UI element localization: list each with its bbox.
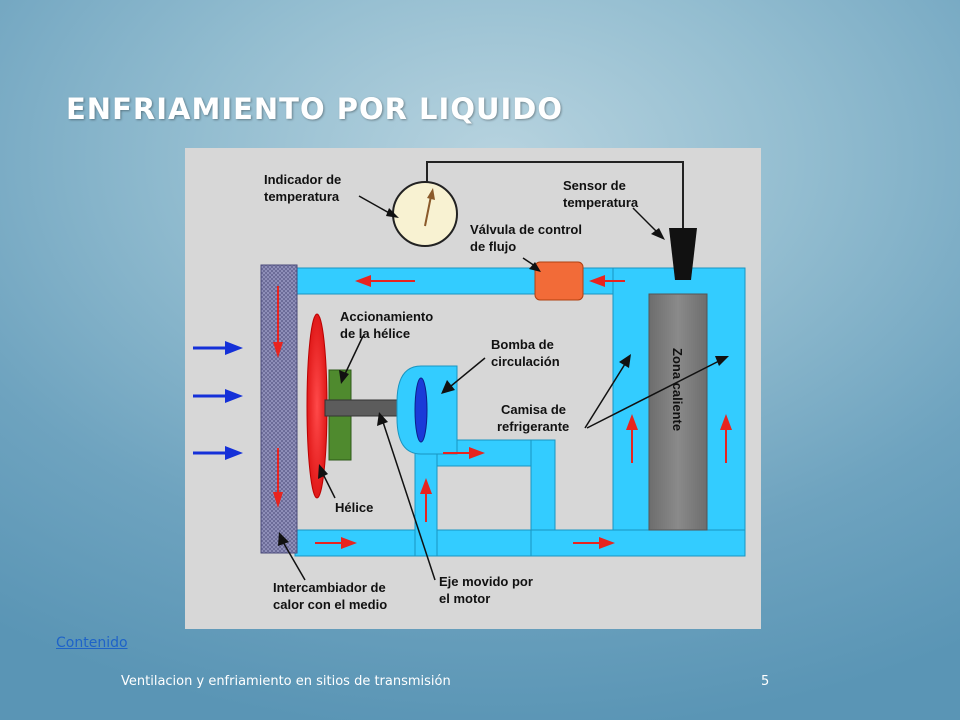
label-propeller-drive-1: Accionamiento xyxy=(340,309,433,324)
label-circulation-pump-1: Bomba de xyxy=(491,337,554,352)
label-temp-indicator-1: Indicador de xyxy=(264,172,341,187)
label-shaft-2: el motor xyxy=(439,591,490,606)
slide-title: ENFRIAMIENTO POR LIQUIDO xyxy=(66,92,564,126)
hot-zone xyxy=(648,293,708,531)
label-circulation-pump-2: circulación xyxy=(491,354,560,369)
flow-control-valve xyxy=(534,261,584,301)
label-coolant-jacket-1: Camisa de xyxy=(501,402,566,417)
gauge-needle xyxy=(424,195,432,227)
label-propeller: Hélice xyxy=(335,500,373,515)
label-coolant-jacket-2: refrigerante xyxy=(497,419,569,434)
air-flow-arrows xyxy=(193,341,243,460)
label-flow-valve-1: Válvula de control xyxy=(470,222,582,237)
pointer-lines xyxy=(278,195,729,581)
sensor-wire xyxy=(426,161,684,228)
hot-zone-label: Zona caliente xyxy=(670,348,685,431)
cooling-diagram: Zona caliente xyxy=(185,148,761,629)
label-temp-sensor-1: Sensor de xyxy=(563,178,626,193)
footer-text: Ventilacion y enfriamiento en sitios de … xyxy=(121,674,451,689)
label-heat-exchanger-1: Intercambiador de xyxy=(273,580,386,595)
gauge-needle-tip xyxy=(427,188,435,200)
label-temp-sensor-2: temperatura xyxy=(563,195,639,210)
page-number: 5 xyxy=(761,674,770,689)
radiator-flow-arrows xyxy=(273,286,283,508)
temperature-sensor xyxy=(669,228,697,280)
contents-link[interactable]: Contenido xyxy=(56,635,128,651)
cooling-diagram-svg: Zona caliente xyxy=(185,148,761,629)
label-flow-valve-2: de flujo xyxy=(470,239,516,254)
label-heat-exchanger-2: calor con el medio xyxy=(273,597,387,612)
label-shaft-1: Eje movido por xyxy=(439,574,533,589)
pump-impeller xyxy=(414,377,428,443)
label-temp-indicator-2: temperatura xyxy=(264,189,340,204)
coolant-flow-arrows xyxy=(315,275,732,549)
temperature-indicator xyxy=(392,181,458,247)
label-propeller-drive-2: de la hélice xyxy=(340,326,410,341)
